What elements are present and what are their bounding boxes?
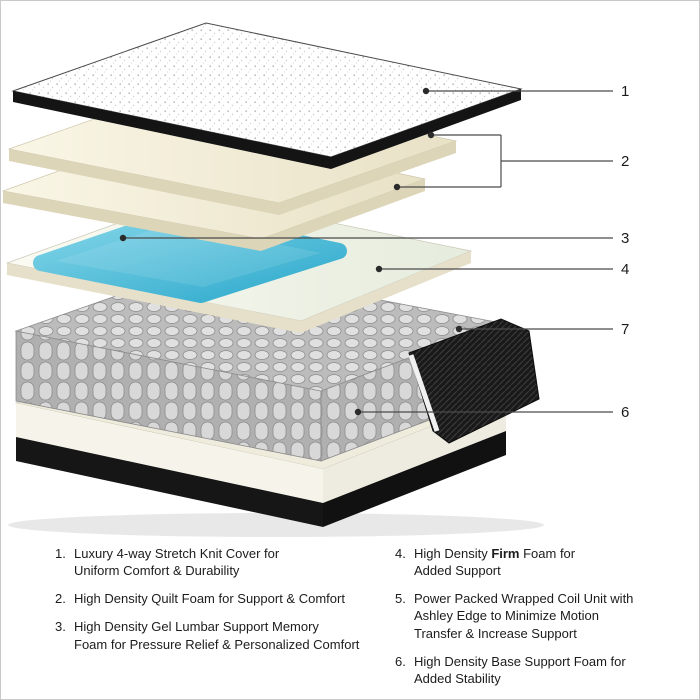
legend-item-1: 1. Luxury 4-way Stretch Knit Cover for U… (55, 545, 377, 579)
legend-item-text: High Density Base Support Foam for Added… (414, 653, 626, 686)
mattress-exploded-diagram: 1 2 3 4 7 6 (1, 1, 699, 539)
legend-item-2: 2. High Density Quilt Foam for Support &… (55, 590, 377, 607)
callout-number-1: 1 (621, 83, 629, 100)
legend-item-number: 6. (395, 653, 406, 669)
callout-dot (119, 234, 127, 242)
callout-number-7: 7 (621, 321, 629, 338)
floor-shadow (8, 513, 544, 537)
callout-dot (427, 131, 435, 139)
legend-item-text: Luxury 4-way Stretch Knit Cover for Unif… (74, 546, 280, 579)
callout-dot (375, 265, 383, 273)
callout-2 (393, 131, 613, 191)
legend: 1. Luxury 4-way Stretch Knit Cover for U… (1, 539, 699, 687)
legend-item-number: 2. (55, 591, 66, 607)
legend-item-text: High Density Quilt Foam for Support & Co… (74, 591, 345, 607)
callout-4 (375, 265, 613, 273)
legend-column-left: 1. Luxury 4-way Stretch Knit Cover for U… (55, 545, 377, 687)
legend-column-right: 4. High Density Firm Foam for Added Supp… (395, 545, 677, 687)
layer-knit-cover (11, 22, 523, 169)
legend-item-text-before: High Density (414, 546, 492, 561)
callout-7 (455, 325, 613, 333)
callout-number-4: 4 (621, 261, 629, 278)
callout-number-2: 2 (621, 153, 629, 170)
callout-dot (455, 325, 463, 333)
callout-1 (422, 87, 613, 95)
legend-item-number: 5. (395, 591, 406, 607)
legend-item-text: High Density Gel Lumbar Support Memory F… (74, 619, 360, 652)
callout-number-3: 3 (621, 230, 629, 247)
legend-item-4: 4. High Density Firm Foam for Added Supp… (395, 545, 677, 579)
legend-item-text-after: Foam for Added Support (414, 546, 576, 579)
legend-item-text: High Density Firm Foam for Added Support (414, 545, 575, 579)
callout-number-6: 6 (621, 404, 629, 421)
callout-6 (354, 408, 613, 416)
legend-item-6: 6. High Density Base Support Foam for Ad… (395, 653, 677, 687)
legend-item-text-bold: Firm (491, 546, 520, 561)
layer-firm-foam (5, 194, 473, 333)
callout-dot (393, 183, 401, 191)
diagram-canvas: 1 2 3 4 7 6 (1, 22, 629, 537)
legend-item-number: 1. (55, 546, 66, 561)
legend-item-3: 3. High Density Gel Lumbar Support Memor… (55, 618, 377, 652)
callout-dot (422, 87, 430, 95)
legend-item-number: 4. (395, 546, 406, 561)
callout-3 (119, 234, 613, 242)
legend-item-number: 3. (55, 619, 66, 635)
callout-dot (354, 408, 362, 416)
legend-item-text: Power Packed Wrapped Coil Unit with Ashl… (414, 591, 634, 641)
legend-item-5: 5. Power Packed Wrapped Coil Unit with A… (395, 590, 677, 641)
